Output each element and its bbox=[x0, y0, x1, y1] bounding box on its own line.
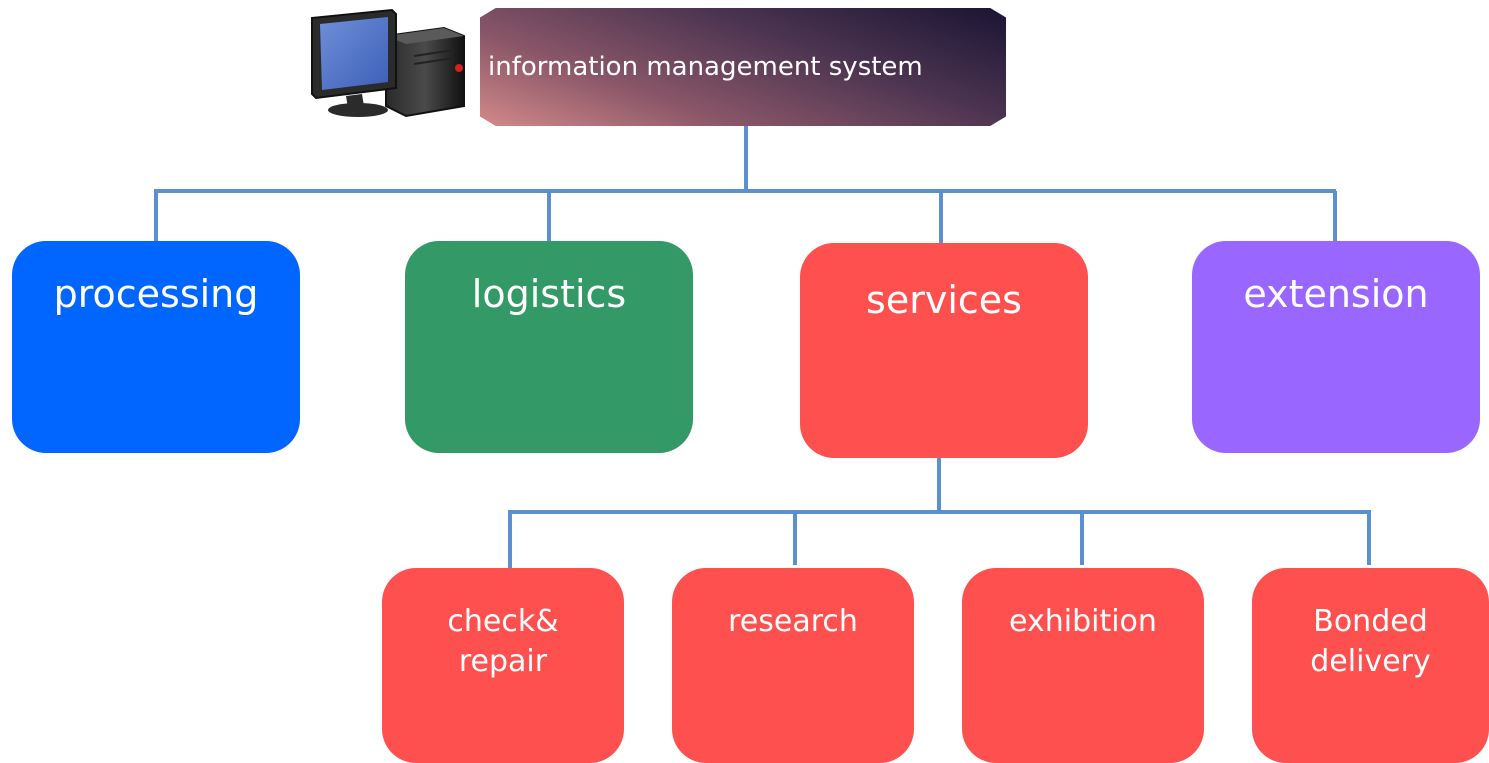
node-processing-label: processing bbox=[53, 272, 259, 316]
node-research-label: research bbox=[728, 604, 858, 639]
node-check-repair: check& repair bbox=[382, 568, 624, 763]
node-check-repair-label: check& repair bbox=[447, 604, 559, 679]
node-exhibition-label: exhibition bbox=[1009, 604, 1157, 639]
node-logistics: logistics bbox=[405, 241, 693, 453]
node-extension-label: extension bbox=[1243, 272, 1429, 316]
node-research: research bbox=[672, 568, 914, 763]
computer-icon bbox=[311, 8, 465, 118]
node-logistics-label: logistics bbox=[471, 272, 627, 316]
node-services: services bbox=[800, 243, 1088, 458]
node-bonded-delivery: Bonded delivery bbox=[1252, 568, 1489, 763]
node-services-label: services bbox=[866, 278, 1022, 322]
node-bonded-delivery-label: Bonded delivery bbox=[1310, 604, 1431, 679]
node-extension: extension bbox=[1192, 241, 1480, 453]
node-exhibition: exhibition bbox=[962, 568, 1204, 763]
root-node-label: information management system bbox=[488, 52, 923, 82]
node-processing: processing bbox=[12, 241, 300, 453]
root-node: information management system bbox=[480, 8, 1006, 126]
